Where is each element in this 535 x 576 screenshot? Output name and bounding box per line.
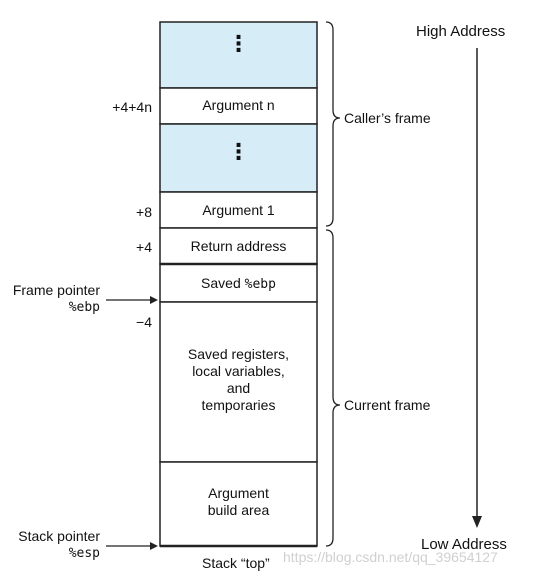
argument-build-area-line-2: build area	[207, 502, 270, 518]
stack-pointer-label: Stack pointer %esp	[0, 528, 100, 562]
argument-n-cell	[159, 87, 318, 125]
argument-1-cell	[159, 191, 318, 229]
frame-pointer-label: Frame pointer %ebp	[0, 282, 100, 316]
argument-build-area-label: Argument build area	[160, 485, 317, 519]
saved-ebp-label: Saved %ebp	[160, 275, 317, 293]
current-frame-brace	[325, 229, 341, 547]
offset-arg-n: +4+4n	[112, 99, 152, 115]
offset-arg-1: +8	[136, 204, 152, 220]
current-frame-label: Current frame	[344, 397, 431, 413]
saved-ebp-prefix: Saved	[201, 275, 245, 291]
saved-registers-line-2: local variables,	[192, 363, 285, 379]
saved-registers-label: Saved registers, local variables, and te…	[160, 346, 317, 414]
argument-build-area-line-1: Argument	[208, 485, 269, 501]
caller-ellipsis-top-icon: ⋮	[227, 31, 250, 56]
frame-pointer-arrow-head-icon	[150, 296, 158, 304]
argument-build-area-cell	[159, 461, 318, 547]
return-address-label: Return address	[190, 238, 287, 254]
low-address-label: Low Address	[421, 536, 507, 553]
saved-ebp-cell	[159, 263, 318, 303]
caller-ellipsis-top-cell	[159, 21, 318, 89]
watermark: https://blog.csdn.net/qq_39654127	[283, 549, 498, 565]
caller-ellipsis-mid-cell	[159, 123, 318, 193]
caller-frame-brace	[325, 21, 341, 227]
offset-return-address: +4	[136, 239, 152, 255]
frame-pointer-text: Frame pointer	[12, 282, 100, 298]
argument-1-label: Argument 1	[202, 202, 275, 218]
address-arrow-head-icon	[472, 516, 482, 528]
frame-pointer-register: %ebp	[68, 300, 100, 315]
saved-registers-line-1: Saved registers,	[187, 346, 290, 362]
saved-ebp-register: %ebp	[244, 277, 276, 292]
offset-saved-area: −4	[136, 314, 152, 330]
callers-frame-label: Caller’s frame	[344, 110, 431, 126]
stack-pointer-register: %esp	[68, 546, 100, 561]
stack-pointer-text: Stack pointer	[18, 528, 100, 544]
saved-registers-line-4: temporaries	[201, 397, 276, 413]
stack-top-label: Stack “top”	[202, 555, 270, 571]
stack-pointer-arrow-head-icon	[150, 542, 158, 550]
argument-n-label: Argument n	[202, 97, 275, 113]
caller-ellipsis-mid-icon: ⋮	[227, 139, 250, 164]
high-address-label: High Address	[416, 23, 506, 40]
saved-registers-line-3: and	[226, 380, 251, 396]
